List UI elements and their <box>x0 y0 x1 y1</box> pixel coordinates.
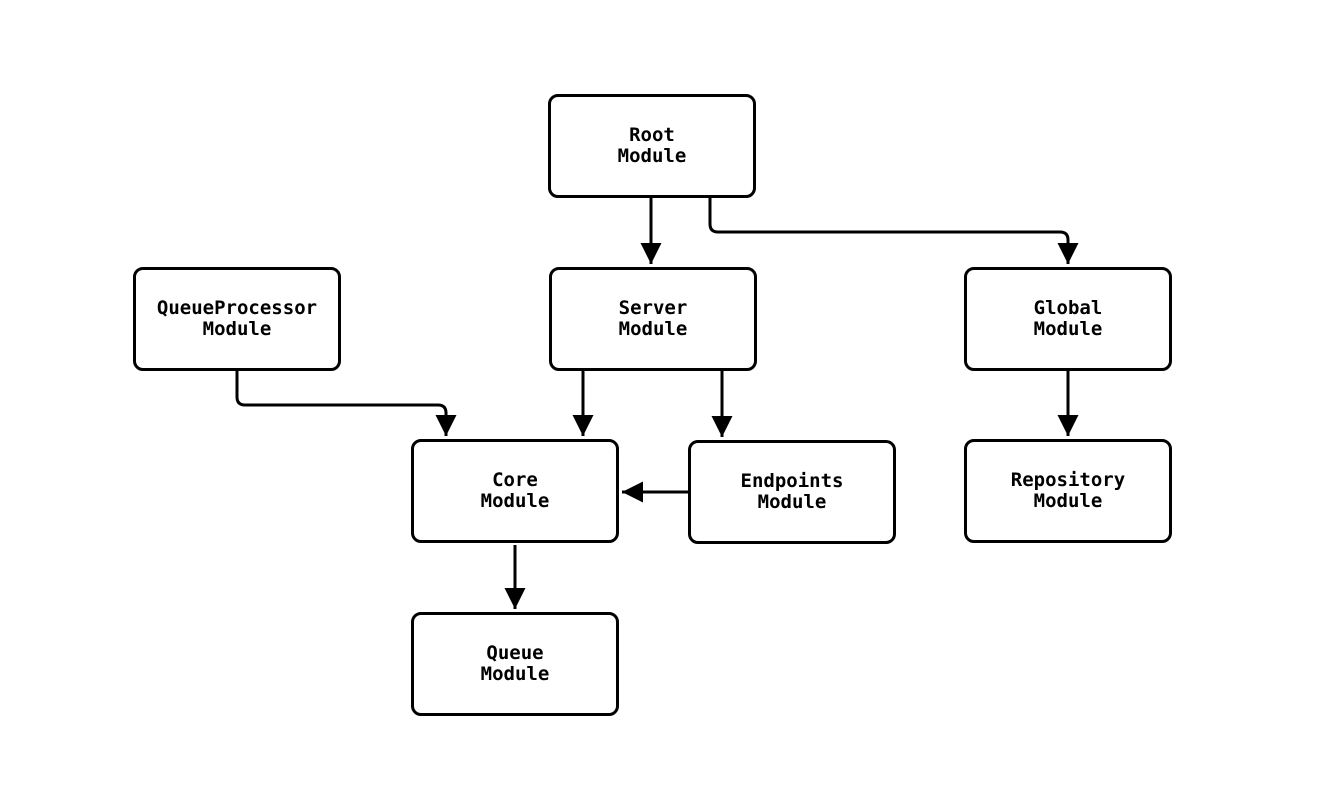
edge-queueprocessor-to-core <box>235 371 457 436</box>
node-core-module: Core Module <box>411 439 619 543</box>
node-global-module: Global Module <box>964 267 1172 371</box>
edge-root-to-global <box>708 198 1079 264</box>
node-server-module: Server Module <box>549 267 757 371</box>
node-queue-module: Queue Module <box>411 612 619 716</box>
node-queueprocessor-module: QueueProcessor Module <box>133 267 341 371</box>
node-endpoints-module: Endpoints Module <box>688 440 896 544</box>
node-root-module: Root Module <box>548 94 756 198</box>
node-repository-module: Repository Module <box>964 439 1172 543</box>
